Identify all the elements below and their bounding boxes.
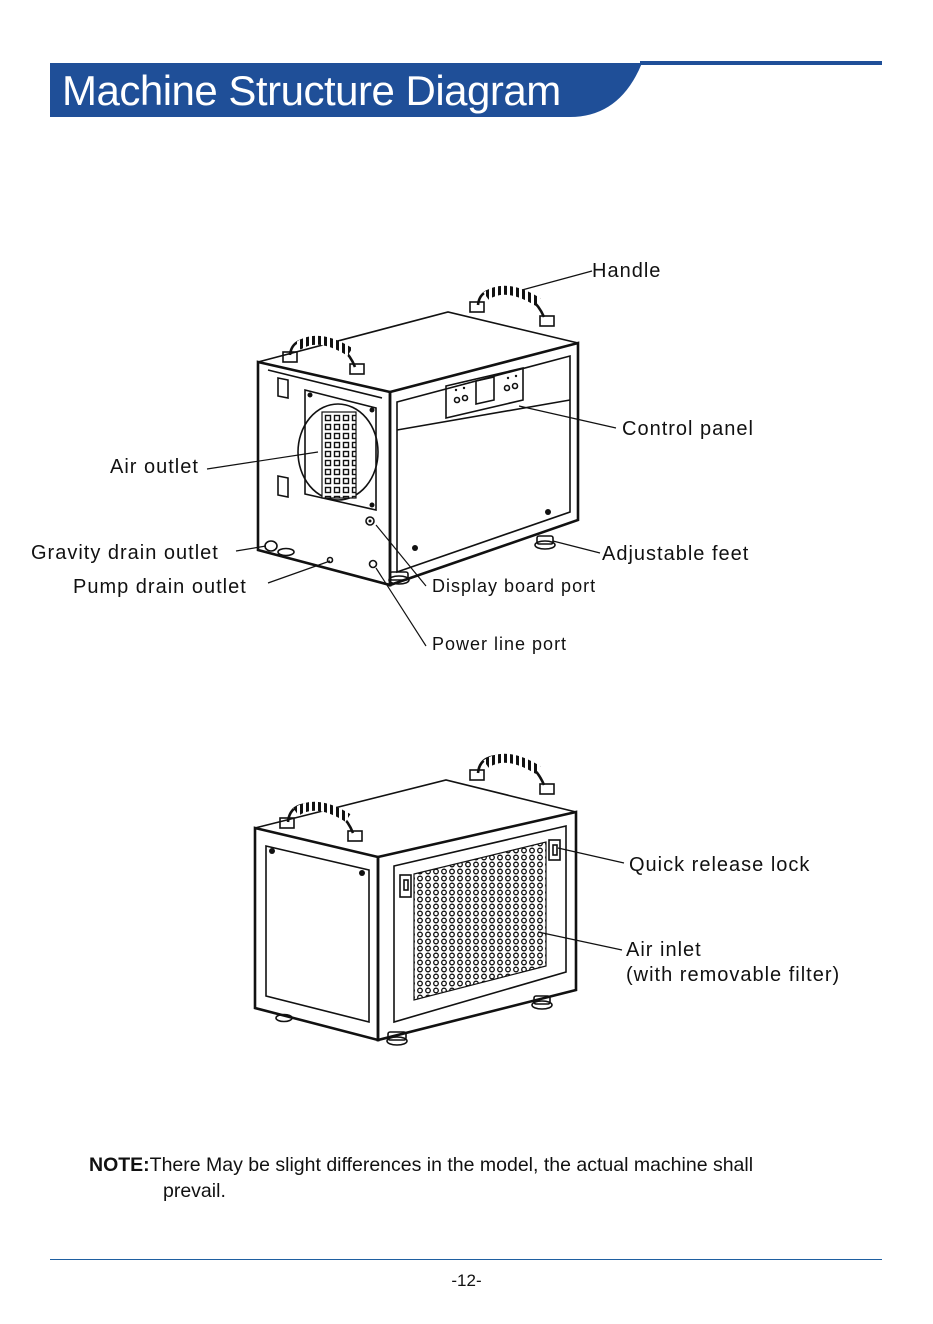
back-view-machine <box>255 756 576 1045</box>
back-leader-lines <box>538 848 624 950</box>
label-air-outlet: Air outlet <box>110 456 199 479</box>
footer-rule <box>50 1259 882 1260</box>
label-air-inlet-filter: (with removable filter) <box>626 964 840 987</box>
note-text-line2: prevail. <box>89 1178 869 1204</box>
label-air-inlet: Air inlet <box>626 939 702 962</box>
page-number: -12- <box>0 1271 933 1291</box>
note-key: NOTE: <box>89 1154 150 1176</box>
label-control-panel: Control panel <box>622 418 754 441</box>
label-power-line-port: Power line port <box>432 634 567 655</box>
note-text-line1: There May be slight differences in the m… <box>150 1154 753 1176</box>
label-gravity-drain-outlet: Gravity drain outlet <box>31 542 219 565</box>
label-handle: Handle <box>592 260 661 283</box>
label-display-board-port: Display board port <box>432 576 596 597</box>
front-handle-graphics <box>283 289 554 374</box>
back-handle-graphics <box>280 756 554 841</box>
label-quick-release-lock: Quick release lock <box>629 854 810 877</box>
note-block: NOTE:There May be slight differences in … <box>89 1152 869 1204</box>
label-adjustable-feet: Adjustable feet <box>602 543 749 566</box>
air-outlet-graphic <box>298 390 378 510</box>
air-inlet-graphic <box>414 842 546 1000</box>
label-pump-drain-outlet: Pump drain outlet <box>73 576 247 599</box>
front-view-machine <box>258 289 578 585</box>
